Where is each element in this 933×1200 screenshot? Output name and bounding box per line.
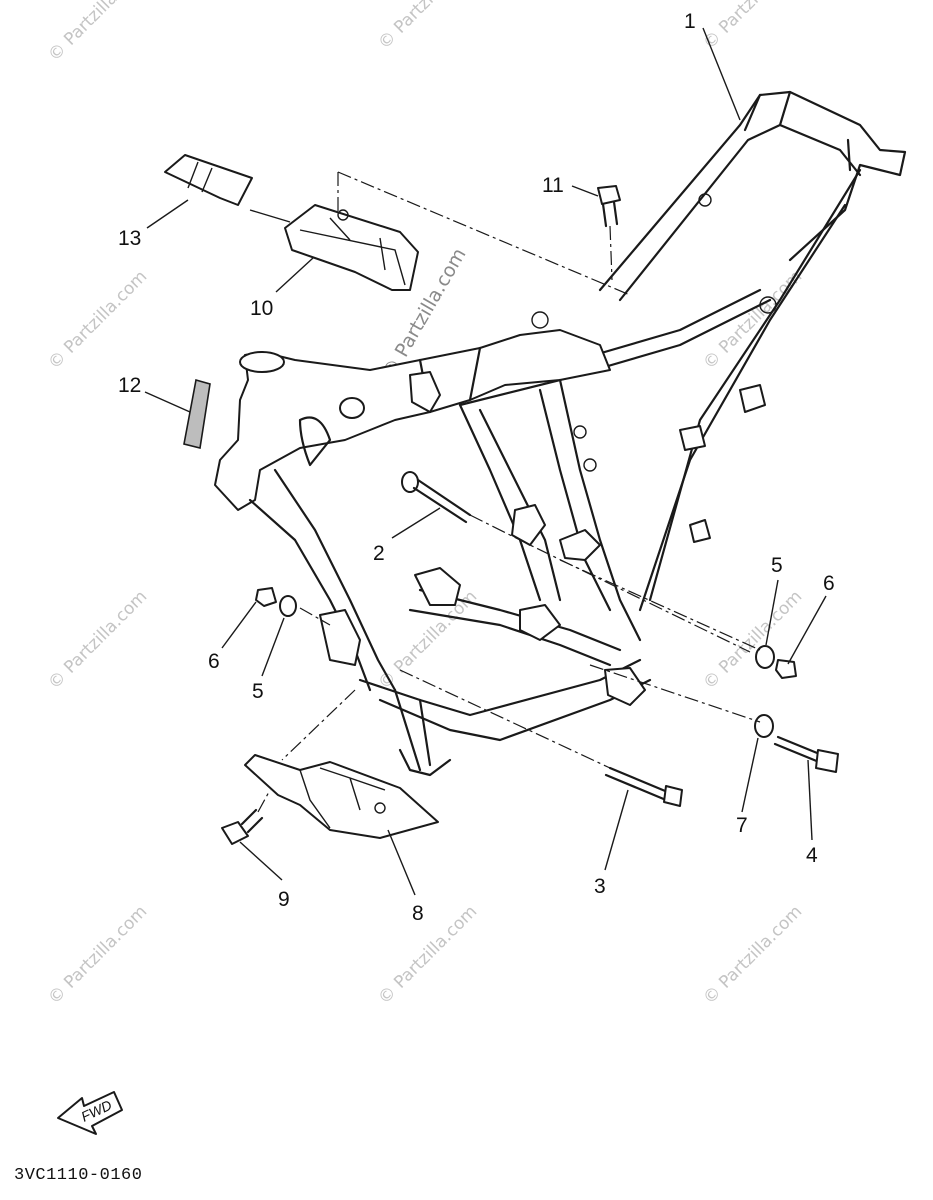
fwd-arrow-icon: FWD [57,1091,123,1135]
callout-1: 1 [684,10,696,33]
watermark: © Partzilla.com [44,267,151,374]
callout-10: 10 [250,297,273,320]
callout-5-left: 5 [252,680,264,703]
callout-9: 9 [278,888,290,911]
assembly-lines [257,171,761,813]
through-bolt-3 [604,766,683,807]
watermark: © Partzilla.com [374,902,481,1009]
through-bolt-2 [401,471,472,524]
main-frame [214,90,907,777]
callout-6-right: 6 [823,572,835,595]
watermark: © Partzilla.com [699,902,806,1009]
watermark: © Partzilla.com [44,0,151,66]
cover-10 [284,204,419,291]
washers-and-nuts [255,587,797,738]
callout-8: 8 [412,902,424,925]
bolt-11 [597,185,621,281]
callout-2: 2 [373,542,385,565]
callout-4: 4 [806,844,818,867]
watermark: © Partzilla.com [44,587,151,694]
leader-lines [144,27,827,896]
callout-3: 3 [594,875,606,898]
watermark: © Partzilla.com [699,0,806,54]
watermark: © Partzilla.com [44,902,151,1009]
washer-5-right [755,645,775,669]
callouts: 1 2 3 4 5 6 7 8 9 10 11 12 13 6 5 [118,10,835,925]
skid-plate-8 [244,754,439,839]
callout-6-left: 6 [208,650,220,673]
callout-11: 11 [542,174,564,197]
callout-12: 12 [118,374,141,397]
label-12 [183,378,211,449]
washer-7 [754,714,774,738]
callout-7: 7 [736,814,748,837]
watermark: © Partzilla.com [374,0,481,54]
callout-13: 13 [118,227,141,250]
nut-6-right [775,659,797,679]
bolt-9 [221,808,264,845]
nut-6-left [255,587,277,607]
washer-5-left [279,595,297,617]
callout-5-right: 5 [771,554,783,577]
watermark-layer: © Partzilla.com © Partzilla.com © Partzi… [44,0,806,1009]
drawing-code: 3VC1110-0160 [14,1166,143,1185]
pad-13 [164,154,253,206]
bolt-4 [773,735,839,773]
